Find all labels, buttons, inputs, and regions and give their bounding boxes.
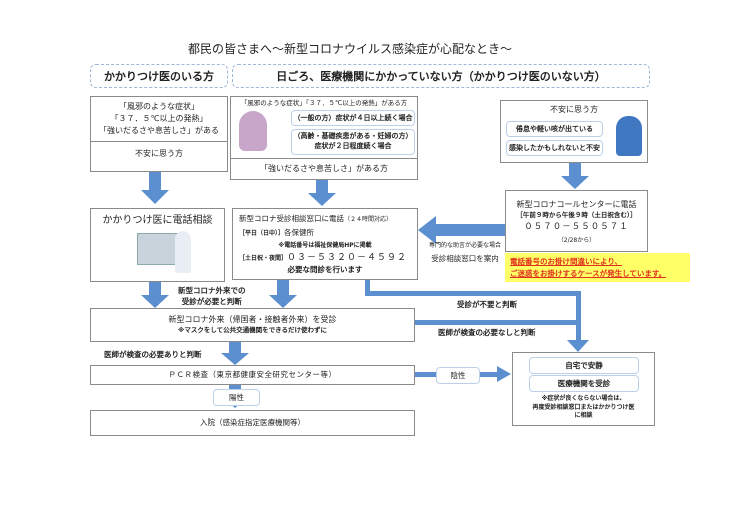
arrow-down-icon (221, 353, 249, 365)
connector-line (149, 172, 161, 192)
need-visit-label: 新型コロナ外来での受診が必要と判断 (178, 286, 246, 307)
connector-line (365, 291, 581, 296)
call-center-phone[interactable]: ０５７０－５５０５７１ (524, 221, 629, 232)
arrow-right-icon (497, 366, 511, 382)
referral-text: 専門的な助言が必要な場合受診相談窓口を案内 (420, 240, 510, 264)
clinic-building-icon (137, 233, 179, 265)
connector-line (277, 280, 289, 296)
left-anxious: 不安に思う方 (91, 141, 227, 160)
case-high-risk: （高齢・基礎疾患がある・妊婦の方）症状が２日程度続く場合 (291, 129, 415, 155)
right-anxious-heading: 不安に思う方 (550, 105, 598, 114)
positive-label: 陽性 (213, 389, 260, 406)
need-visit-1: 新型コロナ外来での (178, 286, 246, 295)
call-center-title: 新型コロナコールセンターに電話 (516, 200, 637, 209)
result-note-1: ※症状が良くならない場合は、 (541, 395, 626, 402)
consult-box: 新型コロナ受診相談窓口に電話（２４時間対応） ［平日（日中）］各保健所 ※電話番… (232, 208, 418, 280)
right-anxious-box: 不安に思う方 倦怠や軽い咳が出ている 感染したかもしれないと不安 (500, 100, 648, 163)
connector-line (576, 291, 581, 343)
call-center-since: （2/28から） (557, 236, 596, 244)
item-worry: 感染したかもしれないと不安 (506, 140, 603, 156)
referral-line1: 専門的な助言が必要な場合 (428, 242, 501, 249)
weekday-label: ［平日（日中）］ (239, 230, 285, 237)
connector-line (436, 224, 505, 236)
arrow-down-icon (308, 193, 336, 206)
no-test-label: 医師が検査の必要なしと判断 (438, 328, 536, 337)
connector-line (229, 342, 241, 354)
consult-title: 新型コロナ受診相談窓口に電話 (239, 214, 344, 223)
result-box: 自宅で安静 医療機関を受診 ※症状が良くならない場合は、再度受診相談窓口またはか… (512, 352, 655, 426)
connector-line (316, 180, 328, 194)
connector-line (415, 320, 579, 325)
connector-line (569, 163, 581, 177)
mid-bottom: 「強いだるさや息苦しさ」がある方 (231, 158, 417, 175)
header-without-gp: 日ごろ、医療機関にかかっていない方（かかりつけ医のいない方） (232, 64, 650, 88)
mid-symptoms-box: 「風邪のような症状」「３７．５℃以上の発熱」がある方 （一般の方）症状が４日以上… (230, 96, 418, 180)
connector-line (365, 280, 370, 295)
arrow-down-icon (141, 295, 169, 308)
symptom-3: 「強いだるさや息苦しさ」がある (99, 126, 219, 135)
elderly-person-icon (239, 111, 267, 151)
warning-line1: 電話番号のお掛け間違いにより、 (510, 257, 623, 266)
need-visit-2: 受診が必要と判断 (181, 296, 242, 306)
arrow-left-icon (418, 216, 436, 244)
gp-call-box: かかりつけ医に電話相談 (90, 208, 225, 282)
weekday-contact: 各保健所 (284, 228, 315, 237)
arrow-down-icon (561, 176, 589, 189)
outpatient-note: ※マスクをして公共交通機関をできるだけ使わずに (178, 326, 327, 334)
test-needed-label: 医師が検査の必要ありと判断 (104, 350, 202, 359)
weekend-label: ［土日祝・夜間］ (239, 255, 288, 262)
warning-line2: ご迷惑をお掛けするケースが発生しています。 (510, 269, 667, 278)
hospital-box: 入院（感染症指定医療機関等） (90, 410, 415, 436)
doctor-icon (175, 231, 191, 273)
result-note-3: に相談 (574, 412, 593, 420)
consult-action: 必要な問診を行います (287, 265, 363, 274)
header-with-gp: かかりつけ医のいる方 (90, 64, 228, 88)
warning-box: 電話番号のお掛け間違いにより、ご迷惑をお掛けするケースが発生しています。 (505, 253, 690, 282)
case-high-risk-1: （高齢・基礎疾患がある・妊婦の方） (293, 132, 413, 140)
arrow-down-icon (141, 190, 169, 204)
rest-at-home: 自宅で安静 (529, 357, 639, 374)
consult-phone[interactable]: ０３－５３２０－４５９２ (287, 253, 408, 263)
arrow-down-icon (269, 295, 297, 308)
pcr-box: ＰＣＲ検査（東京都健康安全研究センター等） (90, 365, 415, 385)
case-high-risk-2: 症状が２日程度続く場合 (314, 141, 392, 150)
outpatient-box: 新型コロナ外来（帰国者・接触者外来）を受診 ※マスクをして公共交通機関をできるだ… (90, 308, 415, 342)
visit-clinic: 医療機関を受診 (529, 375, 639, 392)
consult-hours: （２４時間対応） (344, 216, 393, 223)
negative-label: 陰性 (436, 367, 480, 384)
arrow-down-icon (567, 340, 589, 352)
result-note-2: 再度受診相談窓口またはかかりつけ医 (532, 403, 635, 411)
referral-line2: 受診相談窓口を案内 (431, 254, 499, 263)
gp-call-label: かかりつけ医に電話相談 (102, 215, 213, 226)
no-visit-label: 受診が不要と判断 (457, 300, 517, 309)
left-symptoms-box: 「風邪のような症状」 「３７．５℃以上の発熱」 「強いだるさや息苦しさ」がある … (90, 96, 228, 172)
result-note: ※症状が良くならない場合は、再度受診相談窓口またはかかりつけ医に相談 (513, 395, 654, 421)
call-center-hours: ［午前９時から午後９時（土日祝含む）］ (516, 211, 637, 219)
consult-note: ※電話番号は福祉保健局HPに掲載 (278, 242, 372, 249)
mid-heading: 「風邪のような症状」「３７．５℃以上の発熱」がある方 (240, 99, 408, 107)
connector-line (149, 282, 161, 296)
item-cough: 倦怠や軽い咳が出ている (506, 121, 603, 137)
symptom-1: 「風邪のような症状」 (119, 102, 199, 111)
worried-person-icon (616, 116, 642, 156)
case-general: （一般の方）症状が４日以上続く場合 (291, 110, 415, 126)
outpatient-title: 新型コロナ外来（帰国者・接触者外来）を受診 (168, 315, 337, 324)
call-center-box: 新型コロナコールセンターに電話 ［午前９時から午後９時（土日祝含む）］ ０５７０… (505, 190, 648, 252)
symptom-2: 「３７．５℃以上の発熱」 (110, 114, 208, 123)
page-title: 都民の皆さまへ～新型コロナウイルス感染症が心配なとき～ (187, 42, 512, 56)
